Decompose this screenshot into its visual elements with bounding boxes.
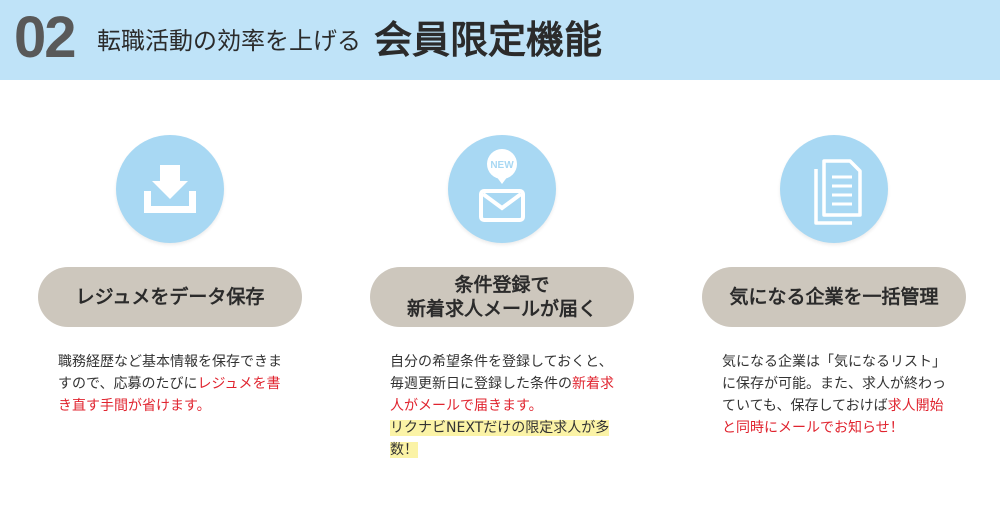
- feature-title: 条件登録で 新着求人メールが届く: [406, 274, 597, 320]
- section-number: 02: [14, 5, 76, 70]
- description-text: 職務経歴など基本情報を保存できますので、応募のたびに: [58, 354, 282, 392]
- section-title: 会員限定機能: [374, 18, 603, 62]
- description-text: 気になる企業は「気になるリスト」に保存が可能。また、求人が終わっていても、保存し…: [722, 354, 946, 414]
- new-mail-icon: NEW: [448, 135, 556, 243]
- documents-icon: [780, 135, 888, 243]
- new-badge: NEW: [490, 160, 514, 171]
- feature-title: レジュメをデータ保存: [75, 286, 265, 308]
- feature-description: 職務経歴など基本情報を保存できますので、応募のたびにレジュメを書き直す手間が省け…: [58, 351, 288, 417]
- description-text: 自分の希望条件を登録しておくと、毎週更新日に登録した条件の: [390, 354, 613, 392]
- feature-description: 気になる企業は「気になるリスト」に保存が可能。また、求人が終わっていても、保存し…: [722, 351, 952, 439]
- description-emphasis: 新着求人がメールで届きます。: [390, 376, 614, 414]
- download-tray-icon: [116, 135, 224, 243]
- feature-title-pill: 条件登録で 新着求人メールが届く: [370, 267, 634, 327]
- section-header: 02 転職活動の効率を上げる 会員限定機能: [0, 0, 1000, 80]
- feature-description: 自分の希望条件を登録しておくと、毎週更新日に登録した条件の新着求人がメールで届き…: [390, 351, 620, 461]
- feature-title: 気になる企業を一括管理: [729, 286, 939, 308]
- description-emphasis: 求人開始と同時にメールでお知らせ！: [722, 398, 944, 436]
- feature-title-pill: レジュメをデータ保存: [38, 267, 302, 327]
- feature-title-pill: 気になる企業を一括管理: [702, 267, 966, 327]
- description-emphasis: レジュメを書き直す手間が省けます。: [58, 376, 281, 414]
- description-highlight: リクナビNEXTだけの限定求人が多数！: [390, 420, 610, 458]
- section-subtitle: 転職活動の効率を上げる: [97, 27, 361, 55]
